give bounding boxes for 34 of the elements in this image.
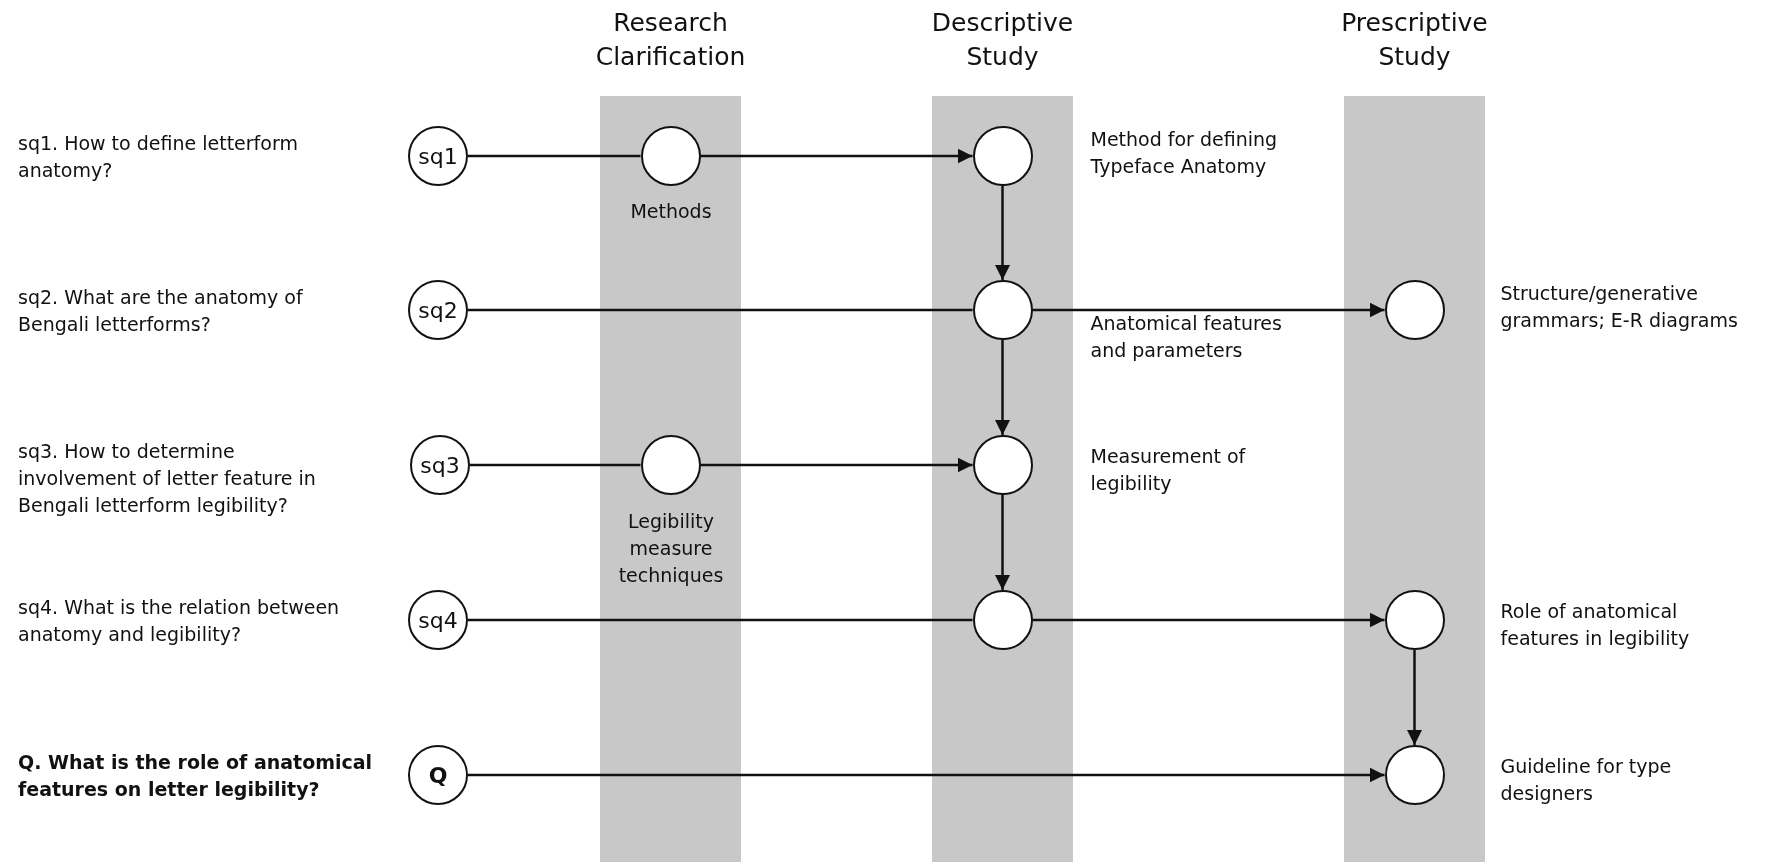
- connector-line: [468, 308, 973, 312]
- node-caption: Role of anatomical features in legibility: [1500, 599, 1691, 651]
- question-text: Q. What is the role of anatomical features on letter legibility?: [18, 750, 374, 802]
- column-heading: Prescriptive Study: [1340, 7, 1489, 73]
- node-caption: Legibility measure techniques: [617, 509, 725, 588]
- node-caption: Anatomical features and parameters: [1090, 311, 1283, 363]
- labelled-circle: sq1: [408, 126, 468, 186]
- connector-line: [470, 463, 641, 467]
- labelled-circle: sq4: [408, 590, 468, 650]
- connector-line: [468, 618, 973, 622]
- node-caption: Method for defining Typeface Anatomy: [1090, 127, 1279, 179]
- labelled-circle: sq2: [408, 280, 468, 340]
- labelled-circle: Q: [408, 745, 468, 805]
- column-heading: Descriptive Study: [930, 7, 1075, 73]
- arrow: [1032, 612, 1385, 628]
- connector-line: [468, 154, 641, 158]
- arrow: [700, 148, 973, 164]
- question-text: sq1. How to define letterform anatomy?: [18, 131, 299, 183]
- arrow: [700, 457, 973, 473]
- node-caption: Structure/generative grammars; E-R diagrams: [1500, 281, 1739, 333]
- node-caption: Measurement of legibility: [1090, 444, 1247, 496]
- arrow: [995, 495, 1010, 590]
- node-caption: Guideline for type designers: [1500, 754, 1673, 806]
- column-heading: Research Clarification: [594, 7, 747, 73]
- arrow: [468, 767, 1385, 783]
- arrow: [995, 186, 1010, 280]
- node-caption: Methods: [629, 199, 713, 224]
- arrow: [1407, 650, 1422, 745]
- arrow: [1032, 302, 1385, 318]
- question-text: sq3. How to determine involvement of letter feature in Bengali letterform legibility?: [18, 439, 317, 518]
- labelled-circle: sq3: [410, 435, 470, 495]
- question-text: sq2. What are the anatomy of Bengali letterforms?: [18, 285, 304, 337]
- arrow: [995, 340, 1010, 435]
- question-text: sq4. What is the relation between anatomy and legibility?: [18, 595, 341, 647]
